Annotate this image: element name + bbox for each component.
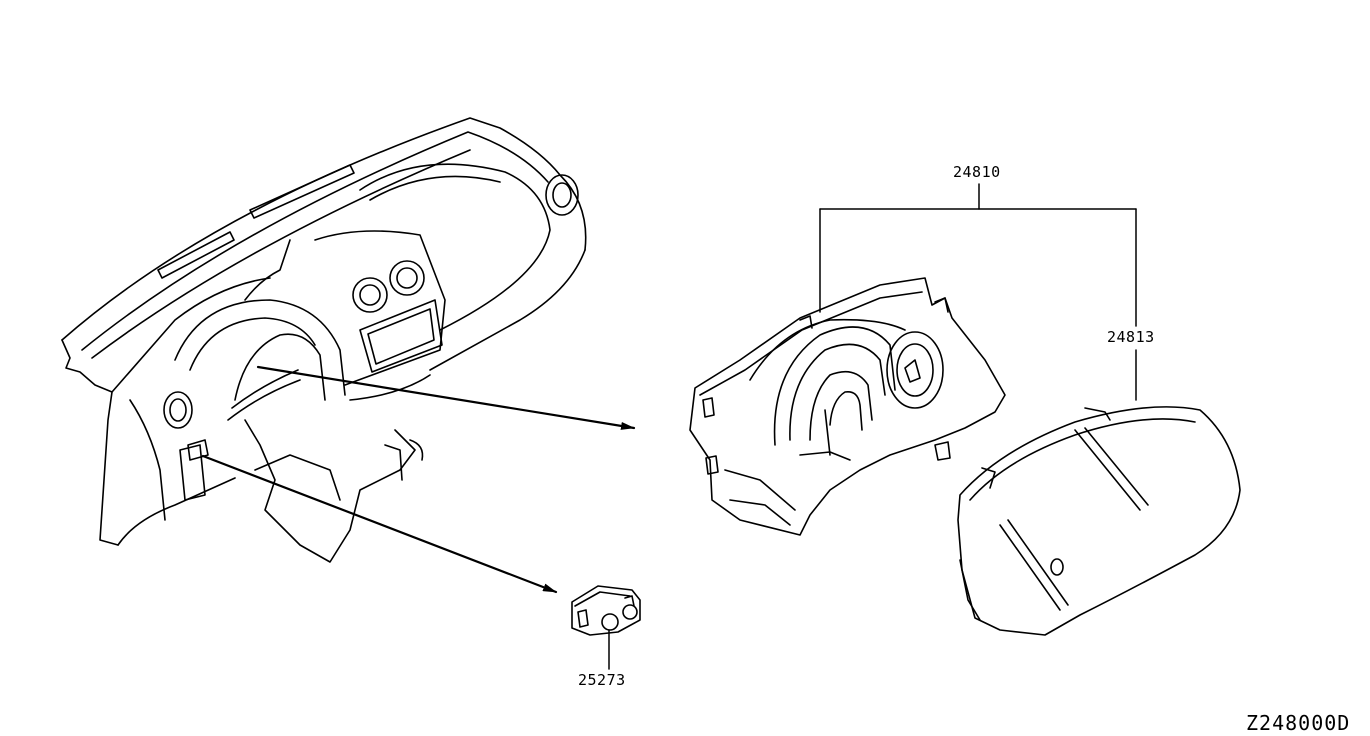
meter-lens: [957, 406, 1241, 636]
arrow-to-meter: [256, 365, 636, 430]
leader-lines: [608, 183, 1137, 670]
combination-meter: [689, 277, 1006, 536]
part-number-25273: 25273: [578, 671, 626, 689]
switch-assembly: [571, 585, 641, 636]
part-number-24813: 24813: [1107, 328, 1155, 346]
arrow-to-switch: [201, 454, 558, 594]
dashboard-panel: [61, 117, 587, 563]
part-number-24810: 24810: [953, 163, 1001, 181]
drawing-code: Z248000D: [1246, 711, 1351, 735]
